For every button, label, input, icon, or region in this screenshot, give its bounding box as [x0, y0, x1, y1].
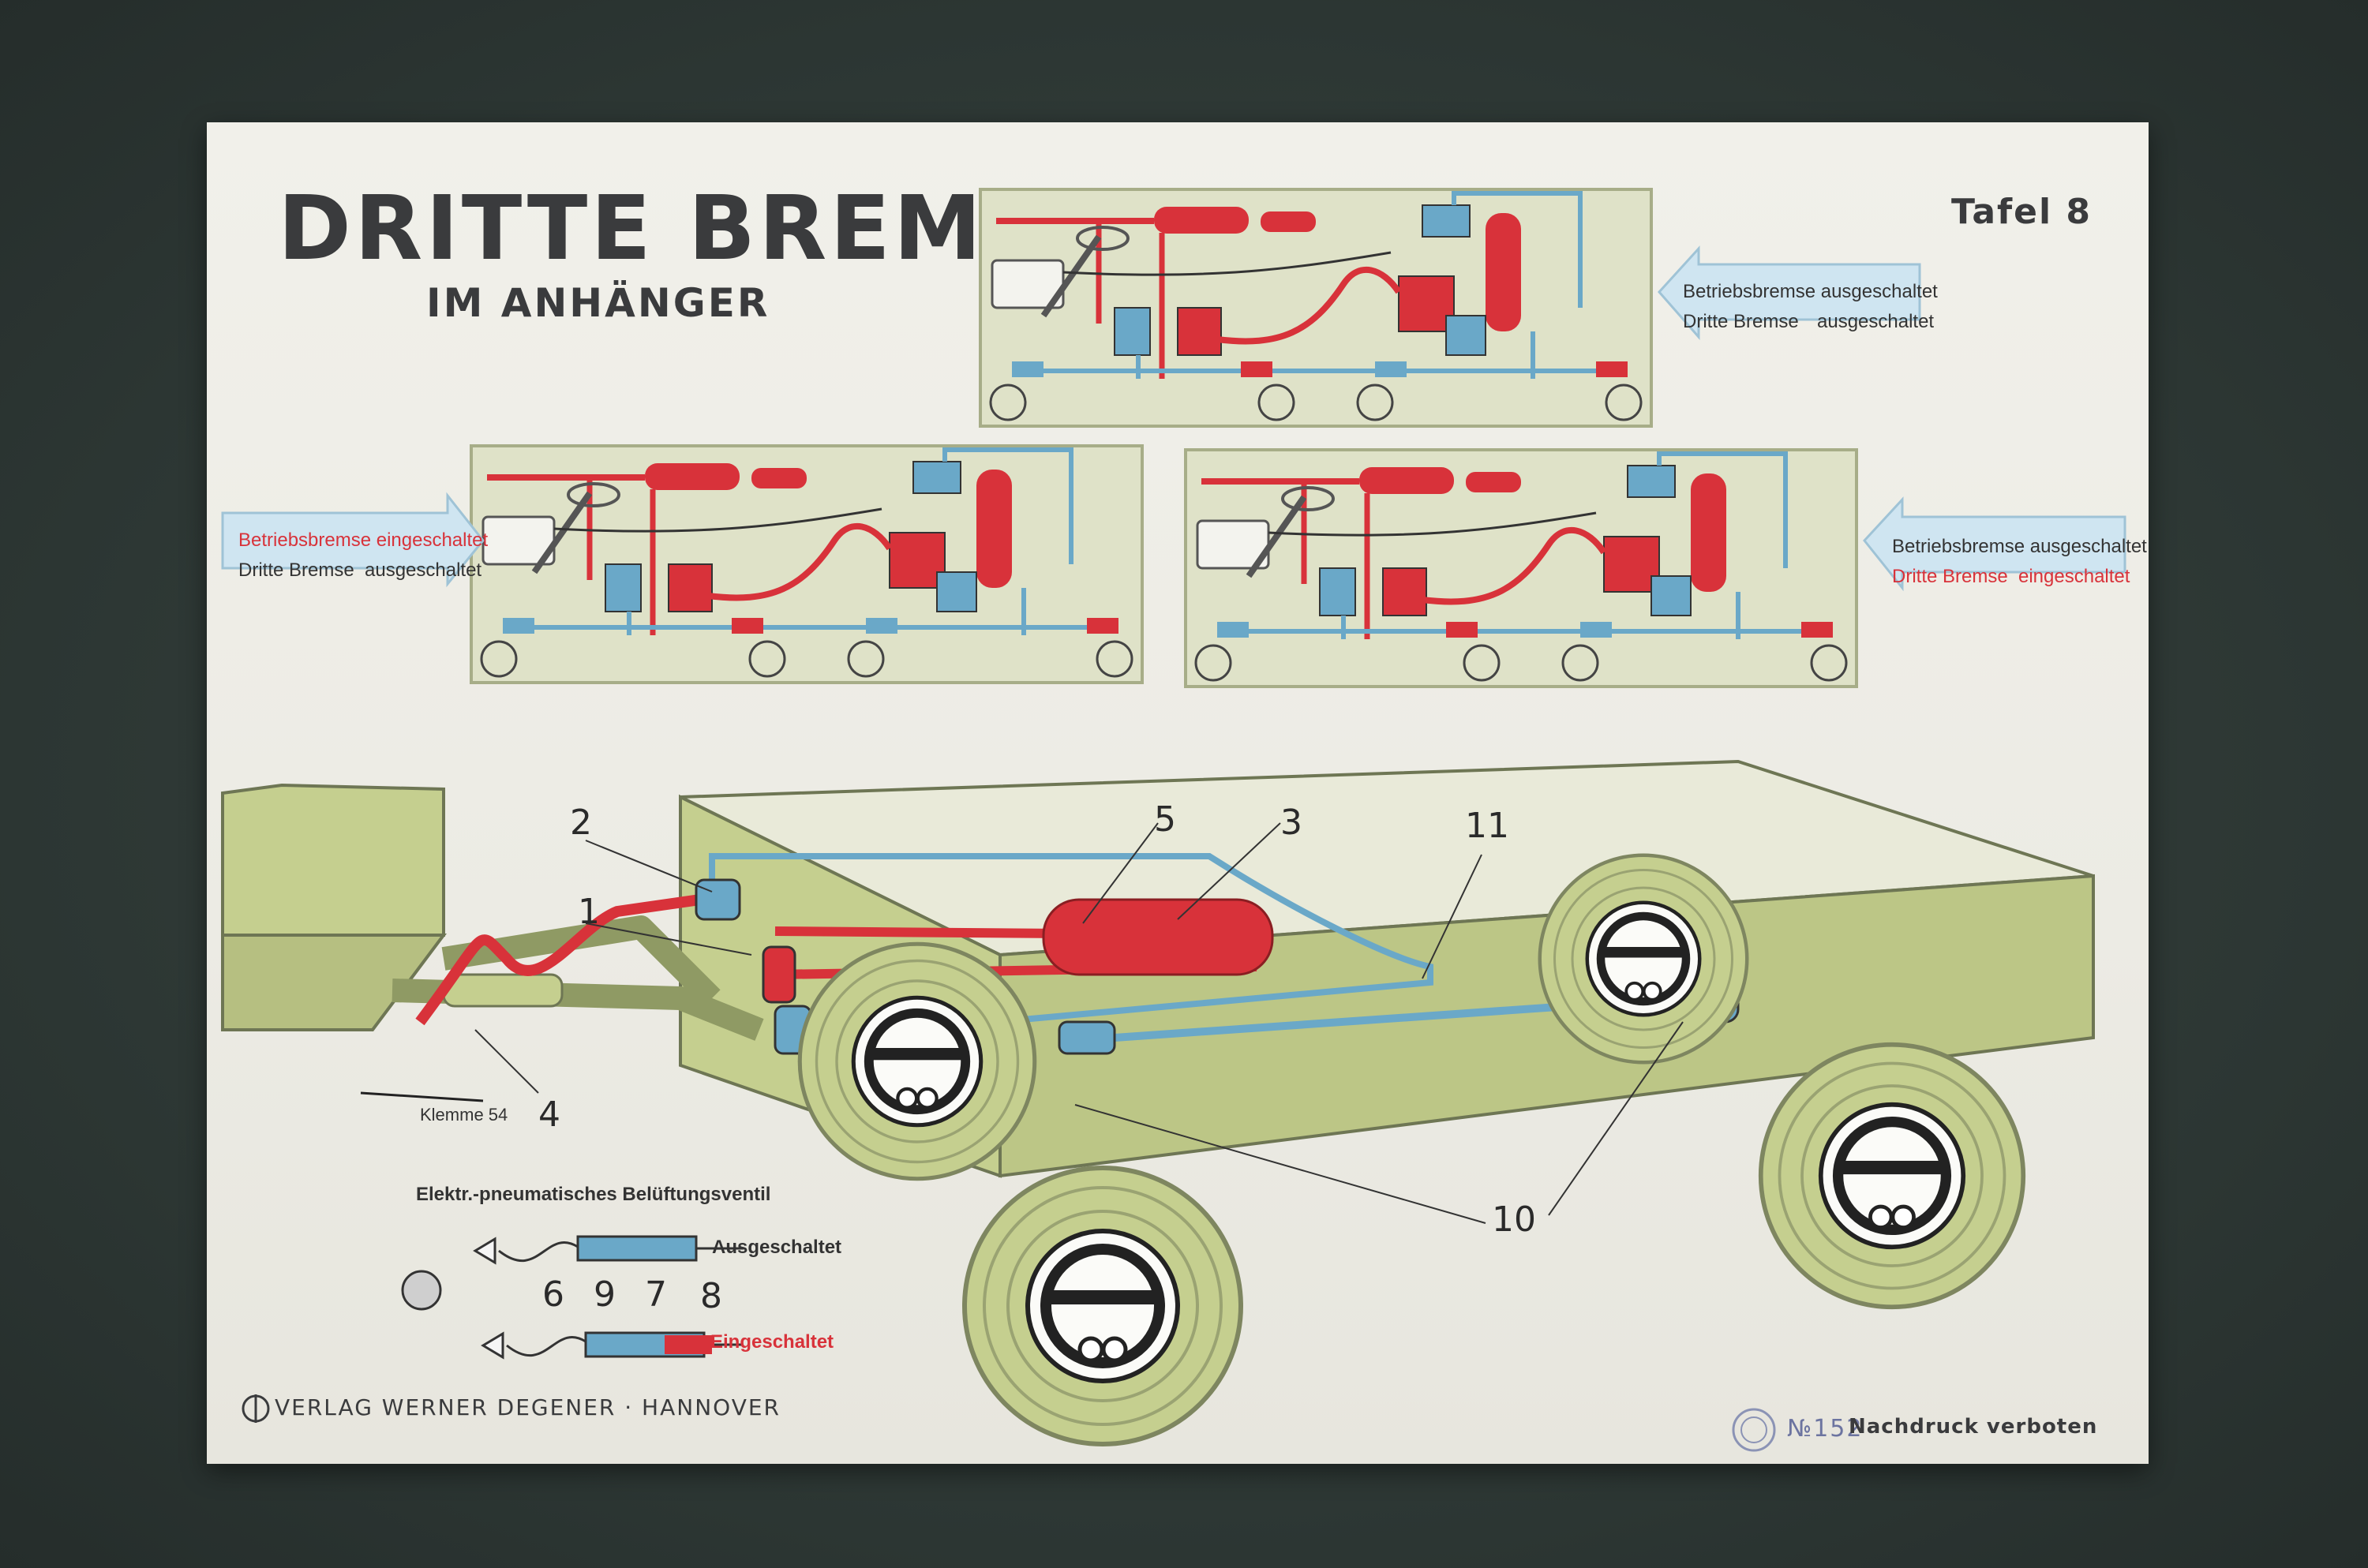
callout-7: 7	[645, 1274, 667, 1315]
state-right-line1: Betriebsbremse ausgeschaltet	[1892, 536, 2147, 557]
tractor-rear	[221, 783, 447, 1031]
callout-1: 1	[578, 892, 600, 932]
callout-5: 5	[1154, 799, 1176, 840]
panel-state-top	[980, 189, 1651, 426]
callout-3: 3	[1280, 803, 1302, 843]
plate-number: Tafel 8	[1951, 192, 2093, 232]
poster-title: DRITTE BREMSE	[278, 178, 1115, 280]
callout-8: 8	[700, 1276, 722, 1316]
callout-11: 11	[1465, 806, 1509, 846]
panel-state-left	[471, 446, 1142, 683]
callout-2: 2	[570, 803, 592, 843]
state-top-line2b: ausgeschaltet	[1817, 311, 1935, 332]
valve-off-label: Ausgeschaltet	[712, 1237, 842, 1258]
state-right-line2a: Dritte Bremse	[1892, 566, 2008, 587]
poster-subtitle: IM ANHÄNGER	[426, 280, 770, 326]
callout-10: 10	[1492, 1199, 1536, 1240]
callout-9: 9	[594, 1274, 616, 1315]
arrow-state-left	[221, 492, 485, 588]
air-reservoir	[1042, 898, 1274, 976]
wheel-rear-far	[1540, 855, 1748, 1063]
poster-sheet: DRITTE BREMSE IM ANHÄNGER Tafel 8	[207, 122, 2149, 1464]
callout-6: 6	[542, 1274, 564, 1315]
arrow-state-right	[1863, 496, 2126, 592]
state-top-line2a: Dritte Bremse	[1683, 311, 1799, 332]
state-left-line1: Betriebsbremse eingeschaltet	[238, 530, 489, 551]
copyright-notice: Nachdruck verboten	[1849, 1415, 2098, 1439]
panel-state-right	[1186, 450, 1857, 687]
terminal-label: Klemme 54	[420, 1105, 508, 1125]
publisher-line: VERLAG WERNER DEGENER · HANNOVER	[275, 1394, 781, 1420]
wheel-rear-near	[1761, 1045, 2024, 1308]
wheel-front-near	[965, 1168, 1241, 1444]
publisher-logo	[242, 1394, 270, 1423]
wheel-front-far	[800, 944, 1035, 1179]
state-top-line1: Betriebsbremse ausgeschaltet	[1683, 281, 1938, 302]
state-left-line2a: Dritte Bremse	[238, 559, 354, 581]
diagram-canvas	[221, 122, 2126, 1452]
arrow-state-top	[1657, 245, 1921, 340]
state-left-line2b: ausgeschaltet	[365, 559, 482, 581]
valve-on-label: Eingeschaltet	[710, 1331, 834, 1353]
callout-4: 4	[538, 1095, 560, 1135]
library-stamp	[1732, 1408, 1776, 1452]
state-right-line2b: eingeschaltet	[2018, 566, 2130, 587]
valve-detail	[401, 1235, 744, 1360]
stamp-number: №152	[1787, 1415, 1864, 1443]
valve-title: Elektr.-pneumatisches Belüftungsventil	[416, 1184, 771, 1205]
